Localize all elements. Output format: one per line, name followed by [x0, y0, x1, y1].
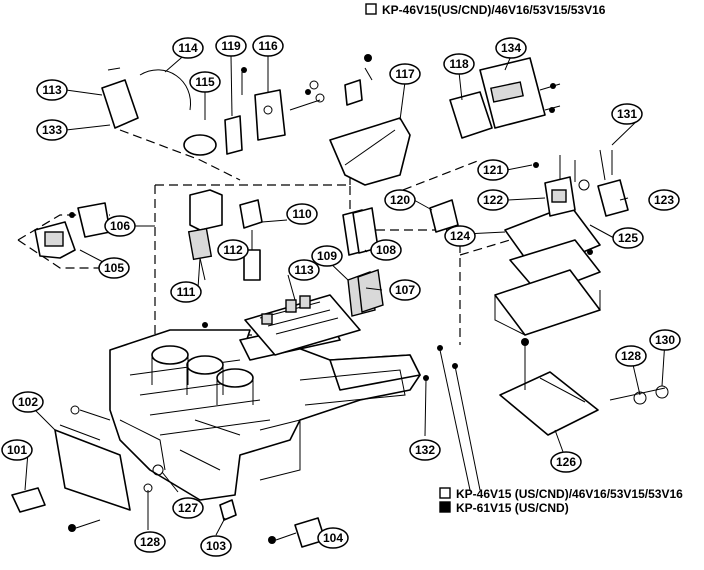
callout-label: 121	[483, 163, 503, 177]
callout-133[interactable]: 133	[36, 119, 68, 141]
callout-115[interactable]: 115	[189, 71, 221, 93]
callout-label: 115	[195, 75, 215, 89]
right-modules	[342, 207, 384, 317]
callout-label: 105	[104, 261, 124, 275]
callout-label: 122	[483, 193, 503, 207]
callout-111[interactable]: 112	[217, 239, 249, 261]
callout-label: 130	[655, 333, 675, 347]
callout-121[interactable]: 121	[477, 159, 509, 181]
cover-113-133	[101, 67, 191, 129]
leader-lines	[24, 51, 666, 538]
callout-label: 112	[223, 243, 243, 257]
callout-label: 107	[395, 283, 415, 297]
callout-125[interactable]: 125	[612, 227, 644, 249]
callout-108[interactable]: 108	[370, 239, 402, 261]
callout-118[interactable]: 118	[443, 53, 475, 75]
inner-modules	[187, 189, 263, 281]
callout-label: 131	[617, 107, 637, 121]
callout-131[interactable]: 131	[611, 103, 643, 125]
callout-label: 118	[449, 57, 469, 71]
callout-109[interactable]: 109	[311, 245, 343, 267]
callout-label: 123	[654, 193, 674, 207]
callout-label: 132	[415, 443, 435, 457]
callout-112[interactable]: 111	[170, 281, 202, 303]
callout-113-inner[interactable]: 113	[288, 259, 320, 281]
callout-132[interactable]: 132	[409, 439, 441, 461]
main-board	[244, 294, 361, 356]
callout-124[interactable]: 124	[444, 225, 476, 247]
callout-101[interactable]: 101	[1, 439, 33, 461]
callout-label: 119	[221, 39, 241, 53]
brackets-114-119	[183, 67, 325, 156]
callout-123[interactable]: 123	[648, 189, 680, 211]
frame-117	[329, 54, 411, 186]
legend-bottom: KP-46V15 (US/CND)/46V16/53V15/53V16 KP-6…	[439, 487, 683, 515]
boards-118-134	[449, 57, 561, 139]
callout-119[interactable]: 119	[215, 35, 247, 57]
callout-126[interactable]: 126	[550, 451, 582, 473]
callout-117[interactable]: 117	[389, 63, 421, 85]
legend-top-text: KP-46V15(US/CND)/46V16/53V15/53V16	[382, 3, 606, 17]
callout-label: 109	[317, 249, 337, 263]
callout-120[interactable]: 120	[384, 189, 416, 211]
legend-top: KP-46V15(US/CND)/46V16/53V15/53V16	[365, 3, 606, 17]
board-126	[499, 338, 669, 436]
callout-label: 113	[42, 83, 62, 97]
callout-127[interactable]: 127	[172, 497, 204, 519]
callout-label: 110	[292, 207, 312, 221]
callout-113[interactable]: 113	[36, 79, 68, 101]
callout-134[interactable]: 134	[495, 37, 527, 59]
callout-label: 113	[294, 263, 314, 277]
callouts: 113 133 114 115 119 116 117 118 134 106 …	[1, 35, 681, 557]
filled-square-symbol	[439, 501, 451, 513]
callout-122[interactable]: 122	[477, 189, 509, 211]
front-panel-101-102	[11, 405, 131, 513]
callout-label: 117	[395, 67, 415, 81]
legend-bottom-text-2: KP-61V15 (US/CND)	[456, 501, 569, 515]
callout-128-left[interactable]: 128	[134, 531, 166, 553]
right-assembly	[429, 149, 629, 336]
callout-114[interactable]: 114	[172, 37, 204, 59]
callout-label: 106	[110, 219, 130, 233]
callout-105[interactable]: 105	[98, 257, 130, 279]
callout-label: 114	[178, 41, 198, 55]
callout-label: 127	[178, 501, 198, 515]
callout-label: 128	[140, 535, 160, 549]
main-chassis	[109, 319, 421, 501]
callout-130[interactable]: 130	[649, 329, 681, 351]
legend-bottom-text-1: KP-46V15 (US/CND)/46V16/53V15/53V16	[456, 487, 683, 501]
callout-label: 102	[18, 395, 38, 409]
callout-label: 108	[376, 243, 396, 257]
callout-label: 134	[501, 41, 521, 55]
callout-102[interactable]: 102	[12, 391, 44, 413]
callout-label: 104	[323, 531, 343, 545]
callout-label: 111	[177, 285, 196, 299]
callout-label: 133	[42, 123, 62, 137]
callout-104[interactable]: 104	[317, 527, 349, 549]
callout-128-right[interactable]: 128	[615, 345, 647, 367]
callout-label: 126	[556, 455, 576, 469]
open-square-symbol	[365, 3, 377, 15]
callout-107[interactable]: 107	[389, 279, 421, 301]
callout-label: 124	[450, 229, 470, 243]
callout-116[interactable]: 116	[252, 35, 284, 57]
callout-label: 103	[206, 539, 226, 553]
callout-106[interactable]: 106	[104, 215, 136, 237]
callout-label: 101	[7, 443, 27, 457]
assembly-boundaries	[17, 129, 511, 345]
callout-label: 128	[621, 349, 641, 363]
callout-label: 125	[618, 231, 638, 245]
callout-103[interactable]: 103	[200, 535, 232, 557]
callout-label: 120	[390, 193, 410, 207]
open-square-symbol	[439, 487, 451, 499]
bracket-105	[34, 202, 111, 259]
callout-110[interactable]: 110	[286, 203, 318, 225]
callout-label: 116	[258, 39, 278, 53]
